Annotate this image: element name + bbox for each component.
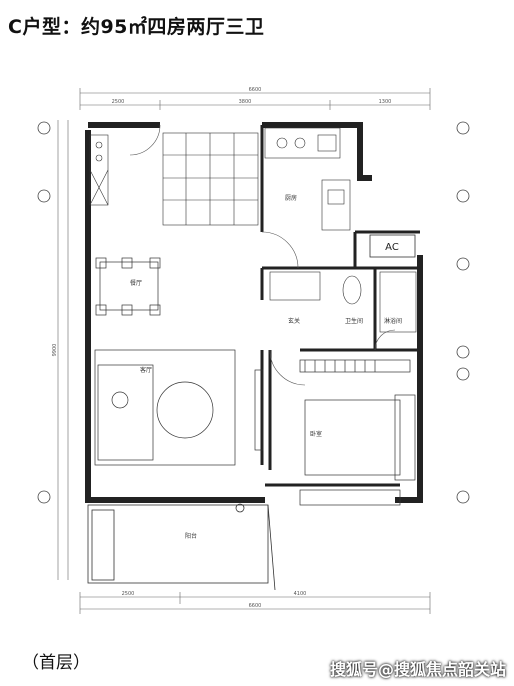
kitchen-fixtures bbox=[264, 127, 351, 231]
balcony-area bbox=[87, 503, 276, 591]
dim-bottom-left: 2500 bbox=[122, 591, 135, 597]
dim-left-total: 9900 bbox=[52, 344, 58, 357]
door-arcs bbox=[129, 124, 396, 386]
outer-walls bbox=[85, 122, 423, 503]
ac-unit bbox=[369, 234, 416, 258]
room-kitchen: 厨房 bbox=[285, 194, 297, 202]
bottom-dimension-lines bbox=[79, 592, 431, 614]
living-furniture bbox=[94, 349, 264, 466]
room-bathroom: 卫生间 bbox=[345, 317, 363, 325]
room-foyer: 玄关 bbox=[288, 317, 300, 325]
ac-label: AC bbox=[385, 242, 399, 253]
room-dining: 餐厅 bbox=[130, 279, 142, 287]
bathroom-fixtures bbox=[269, 271, 417, 333]
dim-top-mid: 3800 bbox=[239, 99, 252, 105]
dim-top-right: 1300 bbox=[379, 99, 392, 105]
bedroom-furniture bbox=[299, 359, 416, 506]
entry-cabinet bbox=[89, 134, 109, 206]
floor-caption: （首层） bbox=[22, 653, 90, 673]
room-shower: 淋浴间 bbox=[384, 317, 402, 325]
top-dimension-lines bbox=[79, 88, 431, 110]
room-bedroom: 卧室 bbox=[310, 430, 322, 438]
dim-top-left: 2500 bbox=[112, 99, 125, 105]
dim-bottom-right: 4100 bbox=[294, 591, 307, 597]
room-living: 客厅 bbox=[140, 366, 152, 374]
watermark: 搜狐号@搜狐焦点韶关站 bbox=[329, 660, 506, 679]
dim-top-total: 6600 bbox=[249, 87, 262, 93]
dining-table bbox=[95, 257, 161, 316]
room-balcony: 阳台 bbox=[185, 532, 197, 540]
page-title: C户型：约95㎡四房两厅三卫 bbox=[8, 16, 265, 38]
inner-walls bbox=[260, 125, 420, 487]
staircase bbox=[162, 132, 259, 226]
dim-bottom-total: 6600 bbox=[249, 603, 262, 609]
left-dimension-lines bbox=[57, 120, 69, 580]
grid-bubbles bbox=[37, 121, 470, 504]
